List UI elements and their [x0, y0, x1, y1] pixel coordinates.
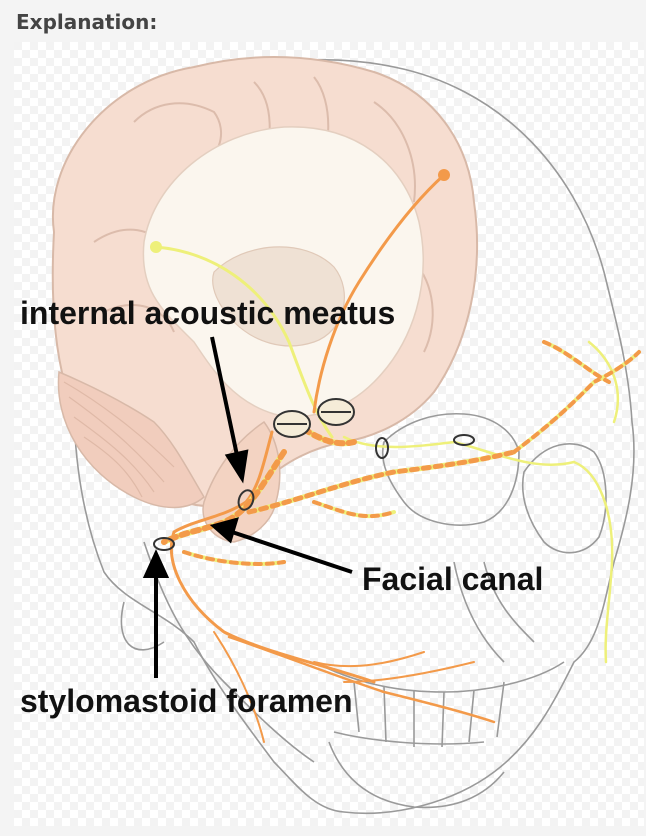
arrow-facial-canal [231, 530, 353, 574]
skull-outline [69, 59, 635, 815]
arrowhead-stylomastoid-foramen [142, 549, 170, 578]
foramina-markers [153, 398, 475, 551]
diagram-canvas: internal acoustic meatus Facial canal st… [14, 42, 644, 826]
arrowhead-internal-acoustic-meatus [224, 449, 249, 484]
arrowhead-facial-canal [209, 517, 239, 544]
brain [51, 56, 479, 543]
label-stylomastoid-foramen: stylomastoid foramen [20, 683, 353, 719]
facial-nerve [169, 169, 496, 743]
explanation-heading: Explanation: [16, 10, 158, 34]
label-facial-canal: Facial canal [362, 561, 543, 597]
annotation-arrows [142, 336, 353, 678]
facial-nerve-diagram: internal acoustic meatus Facial canal st… [14, 42, 644, 826]
label-internal-acoustic-meatus: internal acoustic meatus [20, 295, 395, 331]
arrow-internal-acoustic-meatus [210, 336, 240, 461]
